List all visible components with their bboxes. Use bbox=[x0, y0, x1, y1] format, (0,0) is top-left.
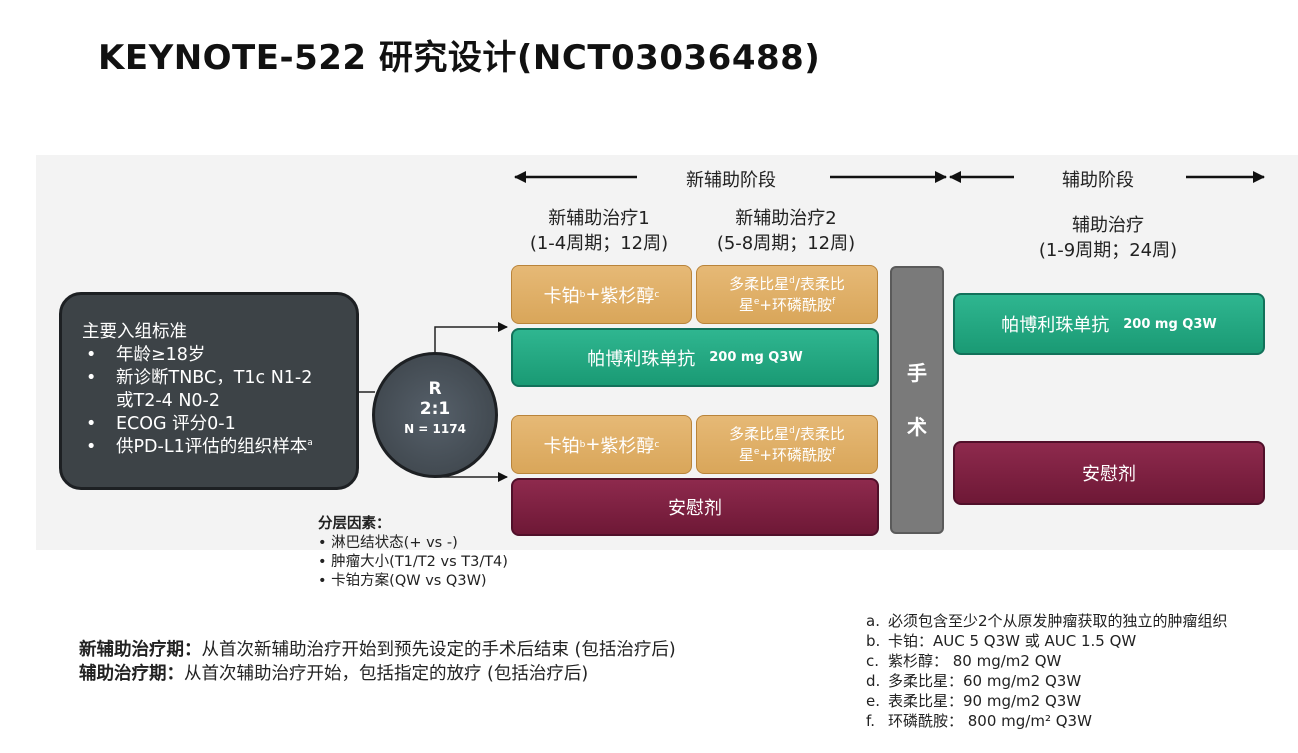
criteria-item: 新诊断TNBC，T1c N1-2 bbox=[82, 367, 356, 390]
neo1-title: 新辅助治疗1 bbox=[548, 208, 650, 229]
criteria-item: 年龄≥18岁 bbox=[82, 344, 356, 367]
inclusion-criteria-box: 主要入组标准 年龄≥18岁 新诊断TNBC，T1c N1-2 或T2-4 N0-… bbox=[59, 292, 359, 490]
footnote-b: b.卡铂：AUC 5 Q3W 或 AUC 1.5 QW bbox=[866, 632, 1137, 650]
rand-ratio: 2:1 bbox=[419, 399, 451, 419]
adjuvant-phase-label: 辅助阶段 bbox=[1062, 170, 1134, 191]
rand-label: R bbox=[428, 379, 442, 399]
stratification-item: 淋巴结状态(+ vs -) bbox=[318, 534, 508, 553]
criteria-item-continued: 或T2-4 N0-2 bbox=[116, 391, 221, 411]
randomization-circle: R 2:1 N = 1174 bbox=[372, 352, 498, 478]
adjuvant-placebo-bar: 安慰剂 bbox=[953, 441, 1265, 505]
arm2-placebo-bar: 安慰剂 bbox=[511, 478, 879, 536]
adj-duration: (1-9周期；24周) bbox=[1038, 240, 1178, 261]
neoadjuvant-phase-label: 新辅助阶段 bbox=[686, 170, 776, 191]
footnote-a: a.必须包含至少2个从原发肿瘤获取的独立的肿瘤组织 bbox=[866, 612, 1228, 630]
stratification-title: 分层因素： bbox=[318, 516, 391, 532]
rand-lower-branch bbox=[434, 472, 508, 482]
adj-header: 辅助治疗 (1-9周期；24周) bbox=[1016, 213, 1200, 263]
stratification-item: 肿瘤大小(T1/T2 vs T3/T4) bbox=[318, 553, 508, 572]
rand-upper-branch bbox=[434, 322, 508, 352]
page-title: KEYNOTE-522 研究设计(NCT03036488) bbox=[98, 38, 821, 78]
neo2-duration: (5-8周期；12周) bbox=[716, 233, 856, 254]
criteria-item: ECOG 评分0-1 bbox=[82, 413, 356, 436]
footnote-d: d.多柔比星：60 mg/m2 Q3W bbox=[866, 672, 1082, 690]
neo2-title: 新辅助治疗2 bbox=[735, 208, 837, 229]
footnote-c: c.紫杉醇： 80 mg/m2 QW bbox=[866, 652, 1062, 670]
criteria-list: 年龄≥18岁 新诊断TNBC，T1c N1-2 或T2-4 N0-2 ECOG … bbox=[82, 344, 356, 459]
arm2-anthracycline-box: 多柔比星d/表柔比 星e+环磷酰胺f bbox=[696, 415, 878, 474]
footnotes: a.必须包含至少2个从原发肿瘤获取的独立的肿瘤组织 b.卡铂：AUC 5 Q3W… bbox=[866, 611, 1228, 731]
stratification-item: 卡铂方案(QW vs Q3W) bbox=[318, 572, 508, 591]
definition-neoadjuvant: 新辅助治疗期：从首次新辅助治疗开始到预先设定的手术后结束 (包括治疗后) bbox=[79, 640, 676, 660]
footnote-e: e.表柔比星：90 mg/m2 Q3W bbox=[866, 692, 1082, 710]
stratification-factors: 分层因素： 淋巴结状态(+ vs -) 肿瘤大小(T1/T2 vs T3/T4)… bbox=[318, 515, 508, 591]
arm1-anthracycline-box: 多柔比星d/表柔比 星e+环磷酰胺f bbox=[696, 265, 878, 324]
definition-adjuvant: 辅助治疗期：从首次辅助治疗开始，包括指定的放疗 (包括治疗后) bbox=[79, 664, 589, 684]
neo1-duration: (1-4周期；12周) bbox=[529, 233, 669, 254]
surgery-bar: 手术 bbox=[890, 266, 944, 534]
adj-title: 辅助治疗 bbox=[1072, 215, 1144, 236]
rand-n: N = 1174 bbox=[404, 422, 466, 436]
neo1-header: 新辅助治疗1 (1-4周期；12周) bbox=[507, 206, 691, 256]
footnote-f: f.环磷酰胺： 800 mg/m² Q3W bbox=[866, 712, 1092, 730]
neo2-header: 新辅助治疗2 (5-8周期；12周) bbox=[694, 206, 878, 256]
criteria-title: 主要入组标准 bbox=[82, 322, 187, 342]
criteria-item: 供PD-L1评估的组织样本a bbox=[82, 436, 356, 459]
